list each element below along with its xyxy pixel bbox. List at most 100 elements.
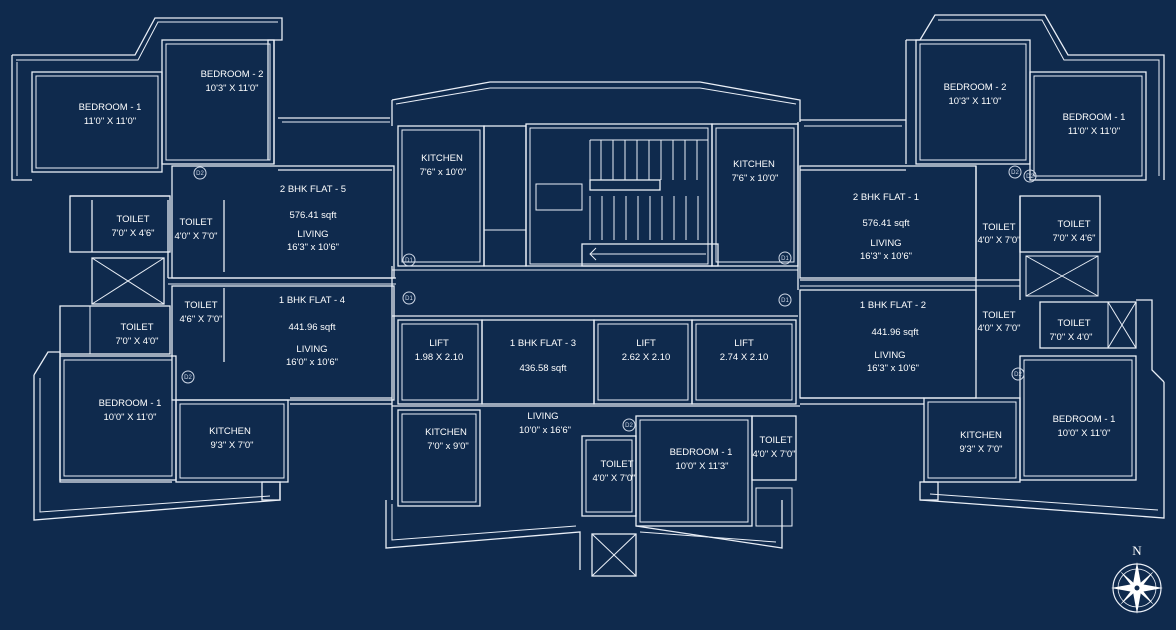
- room-dimension: 7'0" x 9'0": [427, 441, 469, 452]
- left-wing-labels: BEDROOM - 2 10'3" X 11'0" BEDROOM - 1 11…: [79, 69, 346, 451]
- room-dimension: 9'3" X 7'0": [210, 440, 253, 451]
- room-name: LIFT: [734, 338, 754, 349]
- room-dimension: 7'0" X 4'6": [111, 228, 154, 239]
- room-name: KITCHEN: [425, 427, 467, 438]
- room-dimension: 7'6" x 10'0": [420, 167, 467, 178]
- room-dimension: 10'0" X 11'0": [104, 412, 157, 423]
- room-name: TOILET: [184, 300, 217, 311]
- room-dimension: 9'3" X 7'0": [959, 444, 1002, 455]
- room-dimension: 11'0" X 11'0": [1068, 126, 1120, 137]
- room-dimension: 10'3" X 11'0": [949, 96, 1002, 107]
- stair-treads: [535, 139, 719, 267]
- marker-d2: [1008, 165, 1022, 179]
- flat-area: 441.96 sqft: [288, 322, 335, 333]
- marker-label: D2: [184, 375, 192, 381]
- marker-d1: [402, 291, 416, 305]
- room-name: LIFT: [429, 338, 449, 349]
- room-name: BEDROOM - 1: [79, 102, 142, 113]
- room-name: TOILET: [600, 459, 633, 470]
- flat-name: 2 BHK FLAT - 5: [280, 184, 346, 195]
- room-name: BEDROOM - 1: [670, 447, 733, 458]
- flat-name: 1 BHK FLAT - 2: [860, 300, 926, 311]
- room-dimension: 10'0" X 11'3": [676, 461, 729, 472]
- room-name: TOILET: [179, 217, 212, 228]
- door-markers: D2 D2 D1 D1 D1 D1 D2 D2 D2 D2: [181, 165, 1037, 432]
- flat-area: 576.41 sqft: [862, 218, 909, 229]
- room-dimension: 16'0" x 10'6": [286, 357, 338, 368]
- marker-d1: [778, 251, 792, 265]
- flat-name: 1 BHK FLAT - 4: [279, 295, 345, 306]
- room-name: LIVING: [874, 350, 905, 361]
- room-name: LIVING: [870, 238, 901, 249]
- room-dimension: 10'0" X 11'0": [1058, 428, 1111, 439]
- marker-label: D2: [1026, 174, 1034, 180]
- marker-d1: [778, 293, 792, 307]
- room-name: KITCHEN: [733, 159, 775, 170]
- room-name: BEDROOM - 1: [1063, 112, 1126, 123]
- room-name: BEDROOM - 1: [1053, 414, 1116, 425]
- room-name: BEDROOM - 1: [99, 398, 162, 409]
- right-wing-walls: [799, 14, 1165, 519]
- room-dimension: 4'0" X 7'0": [977, 323, 1020, 334]
- marker-d2: [622, 418, 636, 432]
- room-dimension: 2.62 X 2.10: [622, 352, 671, 363]
- room-dimension: 7'0" X 4'6": [1052, 233, 1095, 244]
- left-wing-walls: [11, 17, 396, 521]
- room-dimension: 10'3" X 11'0": [206, 83, 259, 94]
- room-name: LIVING: [296, 344, 327, 355]
- room-name: BEDROOM - 2: [944, 82, 1007, 93]
- room-name: TOILET: [982, 310, 1015, 321]
- room-dimension: 4'0" X 7'0": [977, 235, 1020, 246]
- room-name: TOILET: [120, 322, 153, 333]
- room-name: LIFT: [636, 338, 656, 349]
- room-dimension: 10'0" x 16'6": [519, 425, 571, 436]
- marker-label: D2: [625, 423, 633, 429]
- room-dimension: 7'0" X 4'0": [1049, 332, 1092, 343]
- room-name: BEDROOM - 2: [201, 69, 264, 80]
- room-dimension: 4'0" X 7'0": [174, 231, 217, 242]
- marker-label: D1: [781, 256, 789, 262]
- room-name: KITCHEN: [209, 426, 251, 437]
- room-dimension: 7'0" X 4'0": [115, 336, 158, 347]
- room-dimension: 4'0" X 7'0": [592, 473, 635, 484]
- room-name: TOILET: [1057, 318, 1090, 329]
- flat-area: 441.96 sqft: [871, 327, 918, 338]
- room-dimension: 7'6" x 10'0": [732, 173, 779, 184]
- marker-d2: [1023, 169, 1037, 183]
- marker-label: D1: [405, 258, 413, 264]
- room-name: TOILET: [982, 222, 1015, 233]
- room-name: KITCHEN: [421, 153, 463, 164]
- room-dimension: 16'3" x 10'6": [867, 363, 919, 374]
- compass-rose-icon: N: [1111, 543, 1163, 614]
- room-name: LIVING: [297, 229, 328, 240]
- marker-label: D2: [1011, 170, 1019, 176]
- marker-d2: [193, 166, 207, 180]
- center-labels: KITCHEN 7'6" x 10'0" KITCHEN 7'6" x 10'0…: [415, 153, 796, 484]
- room-dimension: 16'3" x 10'6": [860, 251, 912, 262]
- flat-area: 576.41 sqft: [289, 210, 336, 221]
- north-label: N: [1132, 543, 1142, 558]
- room-name: TOILET: [116, 214, 149, 225]
- flat-name: 2 BHK FLAT - 1: [853, 192, 919, 203]
- room-dimension: 4'0" X 7'0": [752, 449, 795, 460]
- room-dimension: 1.98 X 2.10: [415, 352, 464, 363]
- flat-name: 1 BHK FLAT - 3: [510, 338, 576, 349]
- marker-label: D2: [1014, 372, 1022, 378]
- flat-area: 436.58 sqft: [519, 363, 566, 374]
- marker-d1: [402, 253, 416, 267]
- room-dimension: 16'3" x 10'6": [287, 242, 339, 253]
- room-name: TOILET: [1057, 219, 1090, 230]
- room-name: KITCHEN: [960, 430, 1002, 441]
- right-wing-labels: BEDROOM - 2 10'3" X 11'0" BEDROOM - 1 11…: [853, 82, 1125, 455]
- room-dimension: 2.74 X 2.10: [720, 352, 769, 363]
- marker-d2: [181, 370, 195, 384]
- marker-label: D2: [196, 171, 204, 177]
- marker-label: D1: [781, 298, 789, 304]
- center-core-walls: [385, 81, 801, 577]
- marker-label: D1: [405, 296, 413, 302]
- room-name: TOILET: [759, 435, 792, 446]
- marker-d2: [1011, 367, 1025, 381]
- room-dimension: 4'6" X 7'0": [179, 314, 222, 325]
- room-dimension: 11'0" X 11'0": [84, 116, 136, 127]
